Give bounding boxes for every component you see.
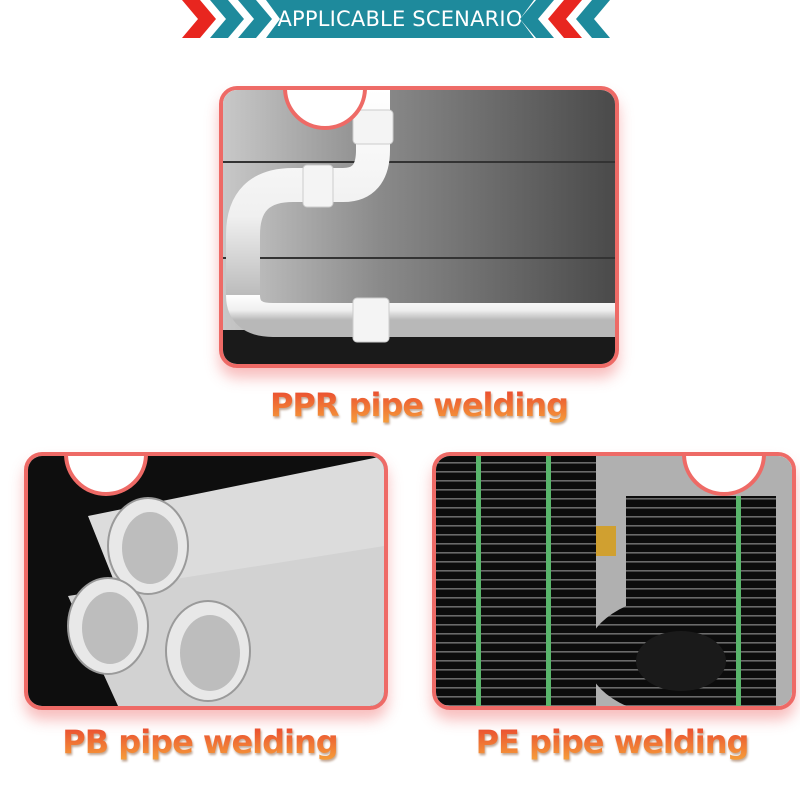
section-banner: APPLICABLE SCENARIO <box>182 0 610 40</box>
left-chevrons-icon <box>182 0 282 43</box>
ppr-pipe-photo <box>223 90 615 364</box>
pe-pipe-photo <box>436 456 792 706</box>
ppr-image-frame <box>219 86 619 368</box>
ppr-label: PPR pipe welding <box>219 386 619 424</box>
right-chevrons-icon <box>520 0 620 43</box>
pe-label: PE pipe welding <box>432 723 792 761</box>
banner-title: APPLICABLE SCENARIO <box>277 7 523 31</box>
pe-image-frame <box>432 452 796 710</box>
pb-pipe-photo <box>28 456 384 706</box>
pb-label: PB pipe welding <box>20 723 380 761</box>
pb-image-frame <box>24 452 388 710</box>
